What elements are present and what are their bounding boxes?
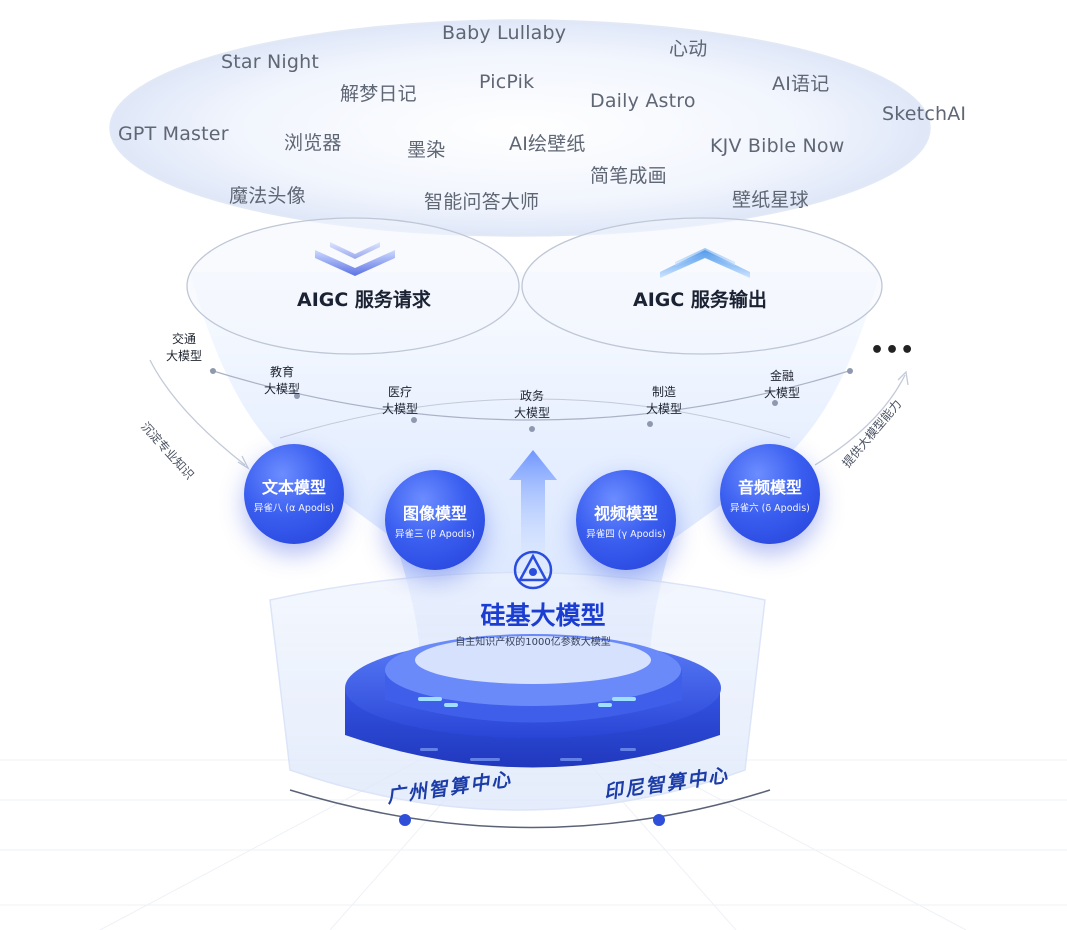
app-label: 简笔成画 (590, 165, 667, 187)
service-request-ellipse (186, 217, 520, 355)
chevron-up-icon (660, 248, 750, 278)
service-request-label: AIGC 服务请求 (297, 289, 431, 311)
domain-ring-front (209, 369, 853, 421)
domain-label-medical: 医疗大模型 (381, 385, 418, 416)
domain-label-government: 政务大模型 (513, 389, 550, 420)
side-arrow-left (149, 359, 246, 466)
app-label: 浏览器 (284, 132, 342, 154)
model-title: 音频模型 (737, 478, 802, 497)
side-arrow-right-head (897, 370, 909, 386)
app-label: GPT Master (118, 123, 229, 145)
model-sphere-video: 视频模型 异雀四 (γ Apodis) (576, 470, 676, 570)
model-title: 文本模型 (261, 478, 326, 497)
datacenter-arc (289, 789, 771, 829)
service-output-label: AIGC 服务输出 (633, 289, 767, 311)
up-arrow (509, 450, 557, 560)
app-label: KJV Bible Now (710, 135, 845, 157)
app-label: AI绘壁纸 (509, 133, 586, 155)
app-label: 壁纸星球 (732, 189, 809, 211)
domain-label-manufacturing: 制造大模型 (645, 385, 682, 416)
model-title: 视频模型 (593, 504, 658, 523)
app-cloud-ellipse (109, 19, 931, 237)
app-label: 智能问答大师 (424, 191, 540, 213)
domain-ring-back (279, 398, 791, 439)
model-sphere-audio: 音频模型 异雀六 (δ Apodis) (720, 444, 820, 544)
app-label: Daily Astro (590, 90, 696, 112)
model-sphere-image: 图像模型 异雀三 (β Apodis) (385, 470, 485, 570)
service-output-ellipse (521, 217, 883, 355)
app-label: 心动 (669, 38, 708, 60)
domain-label-finance: 金融大模型 (763, 369, 800, 400)
app-label: SketchAI (882, 103, 967, 125)
core-subtitle: 自主知识产权的1000亿参数大模型 (455, 637, 611, 648)
domain-label-traffic: 交通大模型 (165, 332, 202, 363)
app-label: Baby Lullaby (442, 22, 567, 44)
domain-label-education: 教育大模型 (263, 365, 300, 396)
datacenter-dot-guangzhou (399, 814, 411, 826)
app-label: 墨染 (407, 139, 446, 161)
app-label: AI语记 (772, 73, 830, 95)
side-arrow-right (814, 374, 906, 466)
model-title: 图像模型 (402, 504, 467, 523)
model-subtitle: 异雀六 (δ Apodis) (730, 503, 810, 514)
more-indicator: ••• (870, 338, 916, 363)
model-subtitle: 异雀三 (β Apodis) (395, 529, 475, 540)
app-label: Star Night (221, 51, 320, 73)
core-logo-icon (513, 550, 553, 590)
chevron-down-icon (315, 242, 395, 276)
domain-ring-dots (210, 368, 853, 432)
app-label: PicPik (479, 71, 535, 93)
core-title: 硅基大模型 (480, 601, 606, 630)
side-arrow-left-head (237, 455, 250, 470)
datacenter-dot-indonesia (653, 814, 665, 826)
platform (345, 634, 721, 768)
app-label: 解梦日记 (340, 83, 417, 105)
model-sphere-text: 文本模型 异雀八 (α Apodis) (244, 444, 344, 544)
model-subtitle: 异雀四 (γ Apodis) (586, 529, 666, 540)
app-label: 魔法头像 (229, 185, 306, 207)
model-subtitle: 异雀八 (α Apodis) (253, 503, 335, 514)
